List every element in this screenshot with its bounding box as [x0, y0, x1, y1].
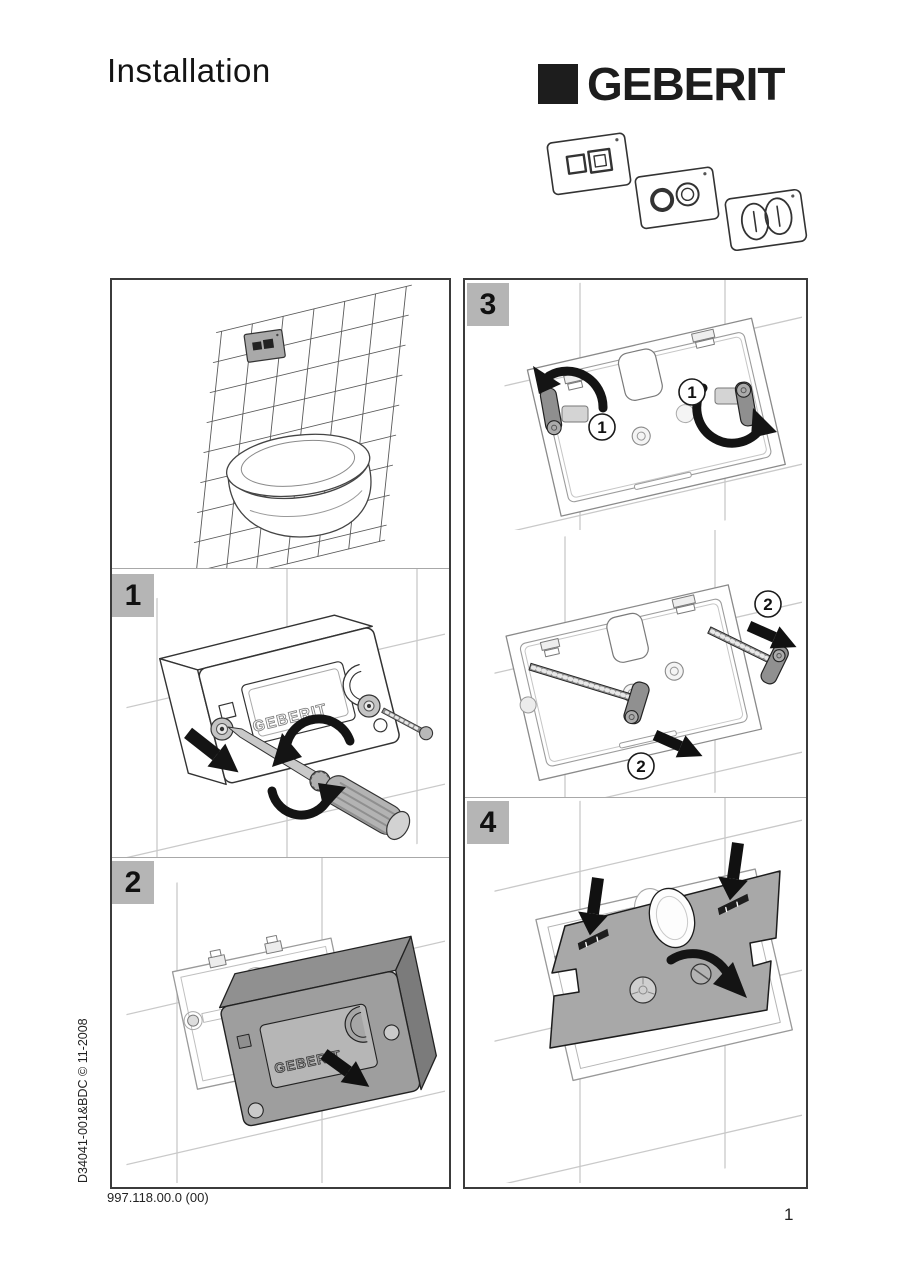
- frame-in-wall: [526, 317, 786, 517]
- screw-with-washer-left: [210, 717, 234, 741]
- section-divider: [465, 797, 806, 798]
- article-number: 997.118.00.0 (00): [107, 1190, 209, 1205]
- step-2-label: 2: [112, 861, 154, 904]
- step-4-illustration: [494, 798, 802, 1183]
- step-3-label: 3: [467, 283, 509, 326]
- circled-number: 1: [588, 413, 616, 441]
- svg-text:1: 1: [597, 418, 606, 437]
- press-arrow-right: [718, 842, 748, 901]
- plate-round-hole: [629, 976, 657, 1004]
- section-divider: [112, 568, 449, 569]
- direction-arrow: [652, 729, 703, 758]
- flush-plate-two-oval-buttons-icon: [724, 188, 808, 251]
- step-4-label: 4: [467, 801, 509, 844]
- page-number: 1: [784, 1205, 794, 1224]
- direction-arrow: [184, 727, 239, 773]
- step-3a-illustration: 1 1: [504, 280, 802, 530]
- wall-hung-toilet: [225, 433, 372, 538]
- logo-square-icon: [538, 64, 578, 104]
- product-plates-illustration: [546, 132, 808, 251]
- plate-oval-cutout: [648, 887, 696, 949]
- step-1-label: 1: [112, 574, 154, 617]
- threaded-rod-left: [528, 662, 650, 725]
- section-divider: [112, 857, 449, 858]
- flush-plate-on-wall: [243, 329, 286, 363]
- locking-lever-right: [734, 381, 758, 427]
- clip-slot-left: [577, 928, 609, 951]
- plate-screw: [690, 963, 712, 985]
- rotation-arrow: [267, 714, 355, 820]
- brand-name: GEBERIT: [587, 58, 785, 110]
- circled-number: 1: [678, 378, 706, 406]
- rotation-arrow: [666, 949, 747, 998]
- svg-text:2: 2: [636, 757, 645, 776]
- press-arrow-left: [578, 877, 608, 936]
- svg-text:1: 1: [687, 383, 696, 402]
- threaded-rod-right: [707, 626, 789, 685]
- flush-plate-two-round-buttons-icon: [634, 166, 720, 230]
- step-number: 2: [124, 865, 142, 899]
- flush-plate-two-square-buttons-icon: [546, 132, 632, 196]
- direction-arrow: [320, 1049, 370, 1087]
- frame-in-wall: [505, 584, 763, 781]
- locking-lever-left: [539, 387, 563, 436]
- mounting-frame-gray: GEBERIT: [218, 935, 437, 1127]
- washer-right: [357, 694, 381, 718]
- step-1-illustration: GEBERIT: [126, 569, 445, 857]
- circled-number: 2: [627, 752, 655, 780]
- rotation-arrow-left: [533, 366, 608, 413]
- lever-seat-left: [561, 405, 589, 423]
- left-instruction-panel: 1 GEBERIT: [110, 278, 451, 1189]
- page-title: Installation: [107, 52, 271, 89]
- step-number: 1: [124, 578, 142, 612]
- step-number: 4: [479, 805, 497, 839]
- document-code: D34041-001&BDC © 11-2008: [76, 1018, 90, 1183]
- screwdriver: [227, 726, 411, 841]
- right-instruction-panel: 3: [463, 278, 808, 1189]
- svg-text:2: 2: [763, 595, 772, 614]
- step-3b-illustration: 2 2: [494, 530, 802, 797]
- step-number: 3: [479, 287, 497, 321]
- clip-slot-right: [717, 893, 749, 916]
- overview-toilet-illustration: [189, 284, 412, 568]
- step-2-illustration: GEBERIT: [126, 858, 445, 1183]
- direction-arrow: [746, 620, 797, 649]
- geberit-logo: GEBERIT: [538, 58, 785, 110]
- cover-plate: [549, 870, 781, 1049]
- screw-right: [381, 707, 434, 741]
- circled-number: 2: [754, 590, 782, 618]
